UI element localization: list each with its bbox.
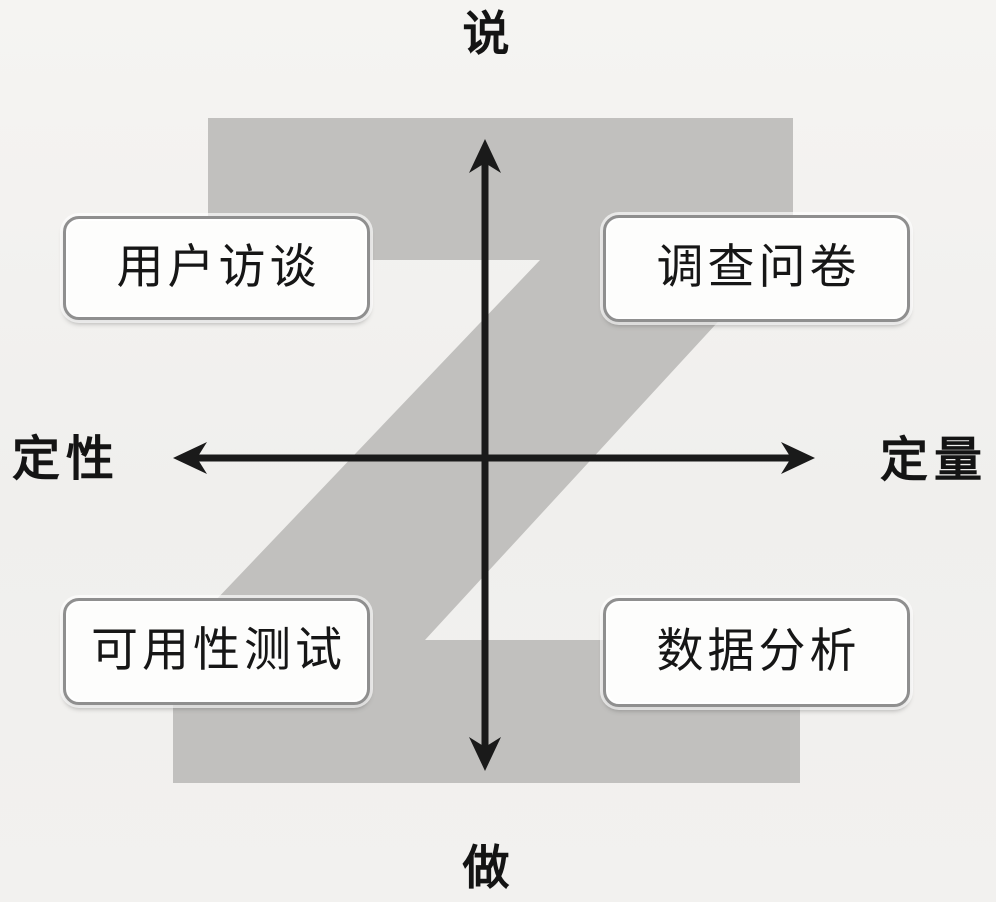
left-arrowhead-icon <box>173 442 207 474</box>
method-box-user-interviews: 用户访谈 <box>63 216 370 320</box>
horizontal-axis <box>173 442 815 474</box>
method-box-label: 调查问卷 <box>656 242 861 294</box>
axis-label-quantitative: 定量 <box>880 434 989 487</box>
method-box-usability-testing: 可用性测试 <box>63 598 370 705</box>
method-box-survey-questionnaire: 调查问卷 <box>603 215 910 322</box>
up-arrowhead-icon <box>469 139 501 173</box>
right-arrowhead-icon <box>781 442 815 474</box>
method-box-label: 可用性测试 <box>91 625 346 677</box>
method-box-label: 数据分析 <box>656 626 861 678</box>
method-box-label: 用户访谈 <box>116 241 321 294</box>
axis-label-qualitative: 定性 <box>12 433 121 486</box>
down-arrowhead-icon <box>469 737 501 771</box>
axis-label-say: 说 <box>462 9 516 61</box>
axis-label-do: 做 <box>462 843 516 895</box>
method-box-data-analysis: 数据分析 <box>603 598 910 707</box>
